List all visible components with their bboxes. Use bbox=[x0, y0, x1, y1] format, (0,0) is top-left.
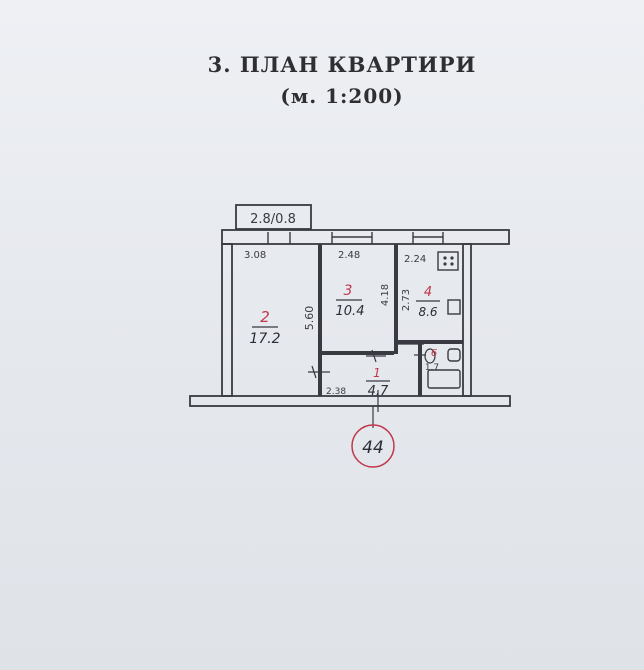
height-room3: 4.18 bbox=[380, 284, 391, 306]
height-room2: 5.60 bbox=[303, 306, 316, 331]
partition-4-bath bbox=[398, 340, 463, 344]
bathtub-icon bbox=[427, 369, 461, 389]
room-number-6: 6 bbox=[431, 348, 437, 359]
scale-label: (м. 1:200) bbox=[280, 84, 404, 108]
width-room2: 3.08 bbox=[244, 250, 266, 261]
partition-3-4 bbox=[394, 244, 398, 354]
apartment-number: 44 bbox=[362, 438, 384, 458]
exterior-wall-right bbox=[462, 243, 472, 397]
room-number-4: 4 bbox=[424, 285, 432, 300]
dimension-ticks bbox=[308, 343, 426, 412]
room-area-4: 8.6 bbox=[418, 305, 437, 319]
kitchen-sink-icon bbox=[447, 299, 461, 315]
room-area-1: 4.7 bbox=[368, 384, 389, 399]
apartment-number-circle bbox=[351, 424, 395, 468]
washbasin-icon bbox=[447, 348, 461, 362]
page-title: 3. ПЛАН КВАРТИРИ bbox=[207, 52, 477, 77]
room-number-1: 1 bbox=[373, 366, 381, 380]
width-room3: 2.48 bbox=[338, 250, 360, 261]
width-room4: 2.24 bbox=[404, 254, 426, 265]
toilet-icon bbox=[424, 348, 436, 364]
room-number-2: 2 bbox=[260, 308, 270, 326]
height-bath: 1.7 bbox=[425, 363, 439, 373]
partition-3-hall bbox=[322, 351, 394, 355]
room-number-3: 3 bbox=[344, 283, 353, 299]
height-room4: 2.73 bbox=[401, 289, 412, 311]
balcony-label: 2.8/0.8 bbox=[250, 212, 296, 227]
stove-icon bbox=[437, 251, 459, 271]
exterior-wall-bottom bbox=[189, 395, 511, 407]
exterior-wall-top bbox=[221, 229, 510, 245]
partition-2-3 bbox=[318, 244, 322, 396]
room-area-3: 10.4 bbox=[336, 304, 365, 319]
windows bbox=[267, 232, 444, 244]
room-area-2: 17.2 bbox=[249, 331, 280, 347]
partition-bath bbox=[418, 344, 422, 396]
width-hall: 2.38 bbox=[326, 387, 346, 397]
balcony bbox=[235, 204, 312, 230]
exterior-wall-left bbox=[221, 243, 233, 397]
